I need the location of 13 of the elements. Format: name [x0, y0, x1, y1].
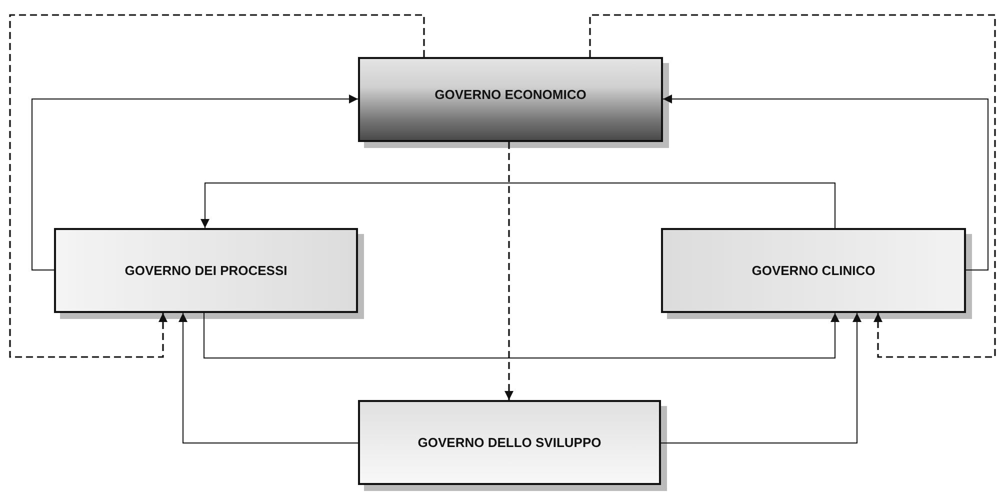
arrow: [660, 312, 862, 444]
box-label: GOVERNO DEI PROCESSI: [124, 263, 288, 278]
box-label: GOVERNO DELLO SVILUPPO: [418, 435, 602, 450]
arrow: [200, 182, 836, 228]
arrow: [204, 312, 840, 358]
arrow: [178, 312, 358, 444]
arrow: [662, 94, 988, 270]
box-label: GOVERNO CLINICO: [752, 263, 876, 278]
arrow: [9, 14, 425, 358]
arrow: [589, 14, 996, 358]
arrow: [504, 142, 514, 400]
box-label: GOVERNO ECONOMICO: [434, 87, 586, 102]
arrow: [32, 94, 358, 270]
